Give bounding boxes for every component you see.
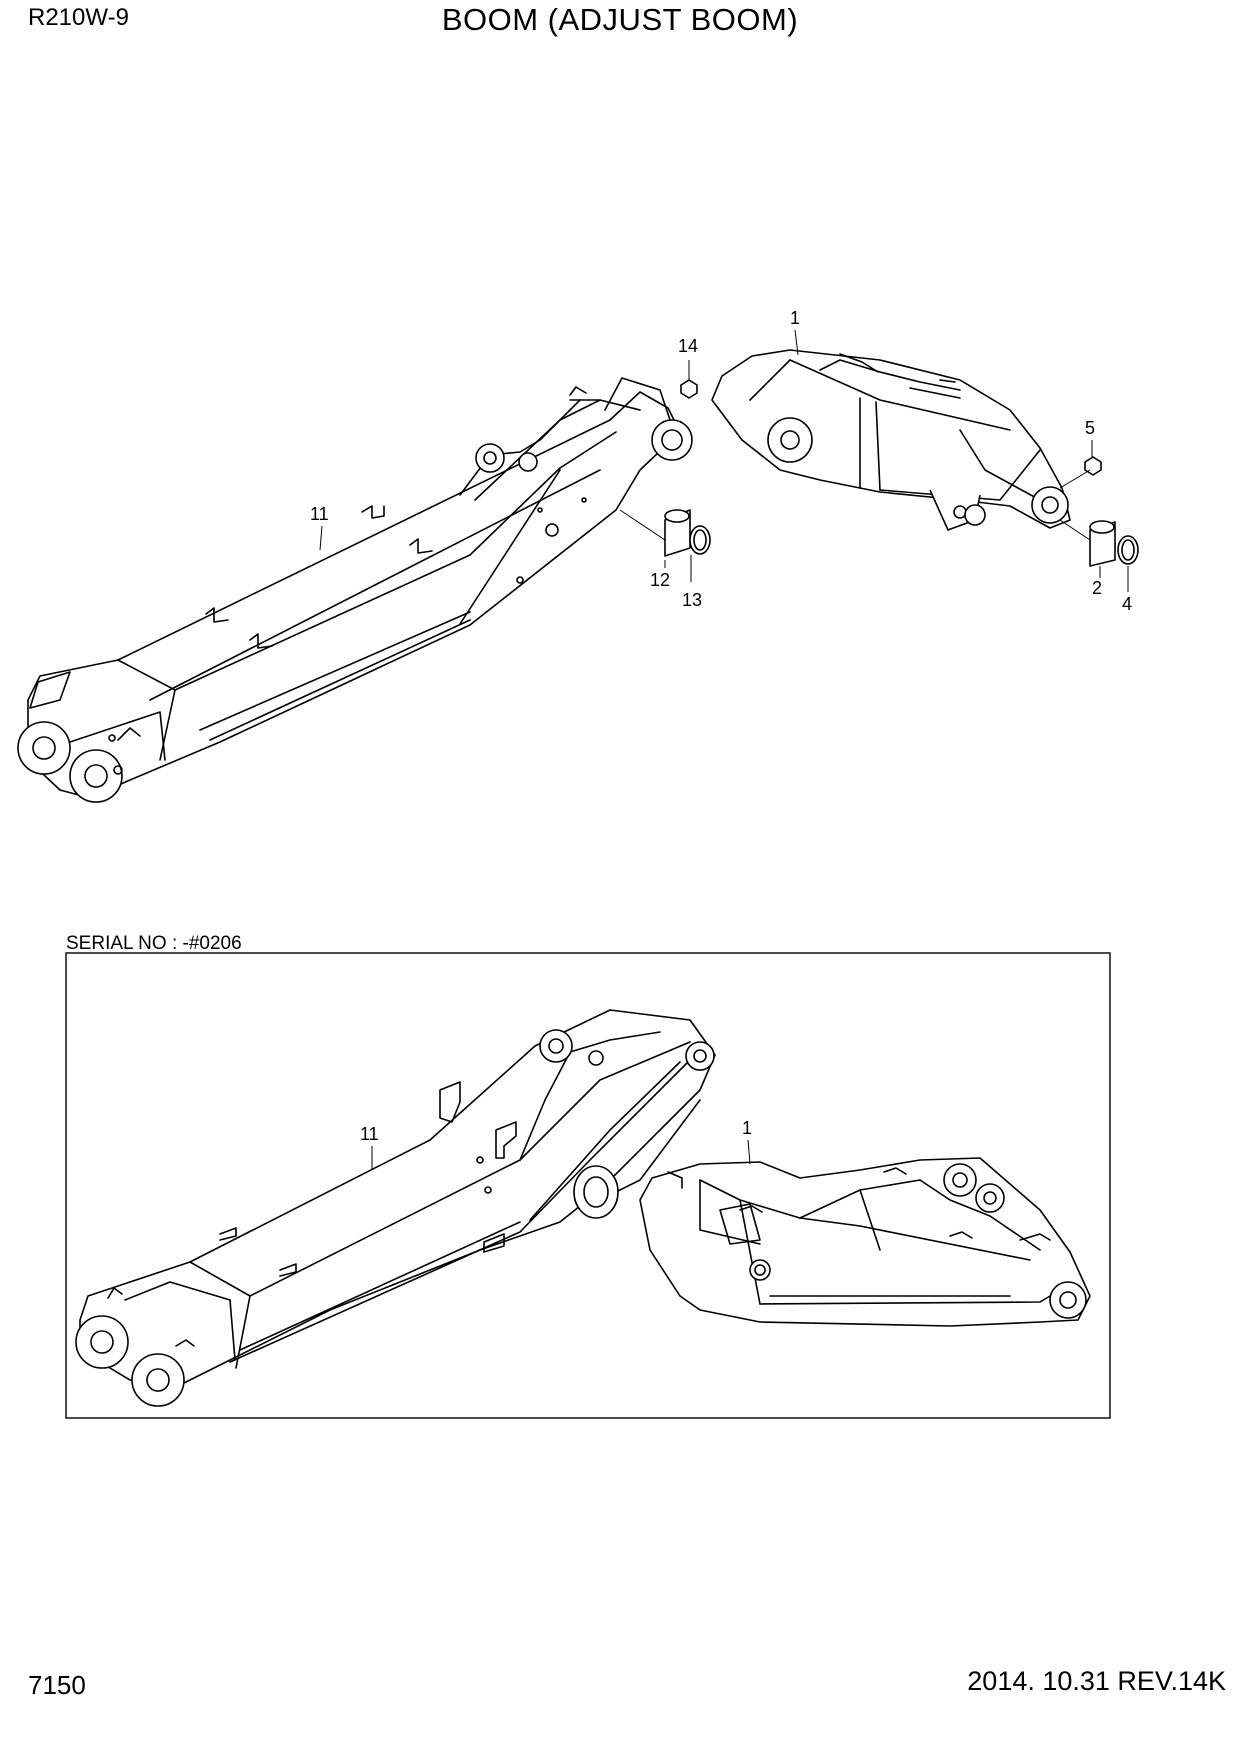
upper-boom-alt-part-1 — [639, 1157, 1091, 1327]
lower-boom-part-11 — [17, 377, 693, 803]
leader-lines-lower — [371, 1139, 751, 1170]
callouts-lower: 11 1 — [360, 1118, 752, 1144]
serial-number-label: SERIAL NO : -#0206 — [66, 933, 242, 954]
bushing-2 — [1089, 520, 1116, 567]
date-revision: 2014. 10.31 REV.14K — [967, 1666, 1226, 1696]
callout-4: 4 — [1122, 594, 1132, 614]
callout-1-lower: 1 — [742, 1118, 752, 1138]
grease-nipple-5 — [1084, 456, 1102, 476]
grease-nipple-14 — [680, 379, 698, 399]
bushing-12 — [664, 509, 691, 557]
page-number: 7150 — [28, 1670, 86, 1700]
callout-5: 5 — [1085, 418, 1095, 438]
leader-lines-upper — [319, 329, 1129, 592]
callouts-upper: 1 14 5 11 12 13 2 4 — [310, 308, 1132, 614]
serial-frame — [65, 952, 1111, 1419]
model-number: R210W-9 — [28, 4, 129, 31]
callout-2: 2 — [1092, 578, 1102, 598]
page-title: BOOM (ADJUST BOOM) — [441, 2, 799, 37]
lower-boom-alt-part-11 — [75, 1009, 716, 1407]
shim-13 — [689, 525, 711, 555]
callout-11-upper: 11 — [310, 504, 329, 524]
shim-4 — [1117, 535, 1139, 565]
callout-14: 14 — [678, 336, 698, 356]
callout-12: 12 — [650, 570, 670, 590]
callout-13: 13 — [682, 590, 702, 610]
callout-11-lower: 11 — [360, 1124, 379, 1144]
callout-1: 1 — [790, 308, 800, 328]
upper-boom-part-1 — [711, 349, 1071, 531]
